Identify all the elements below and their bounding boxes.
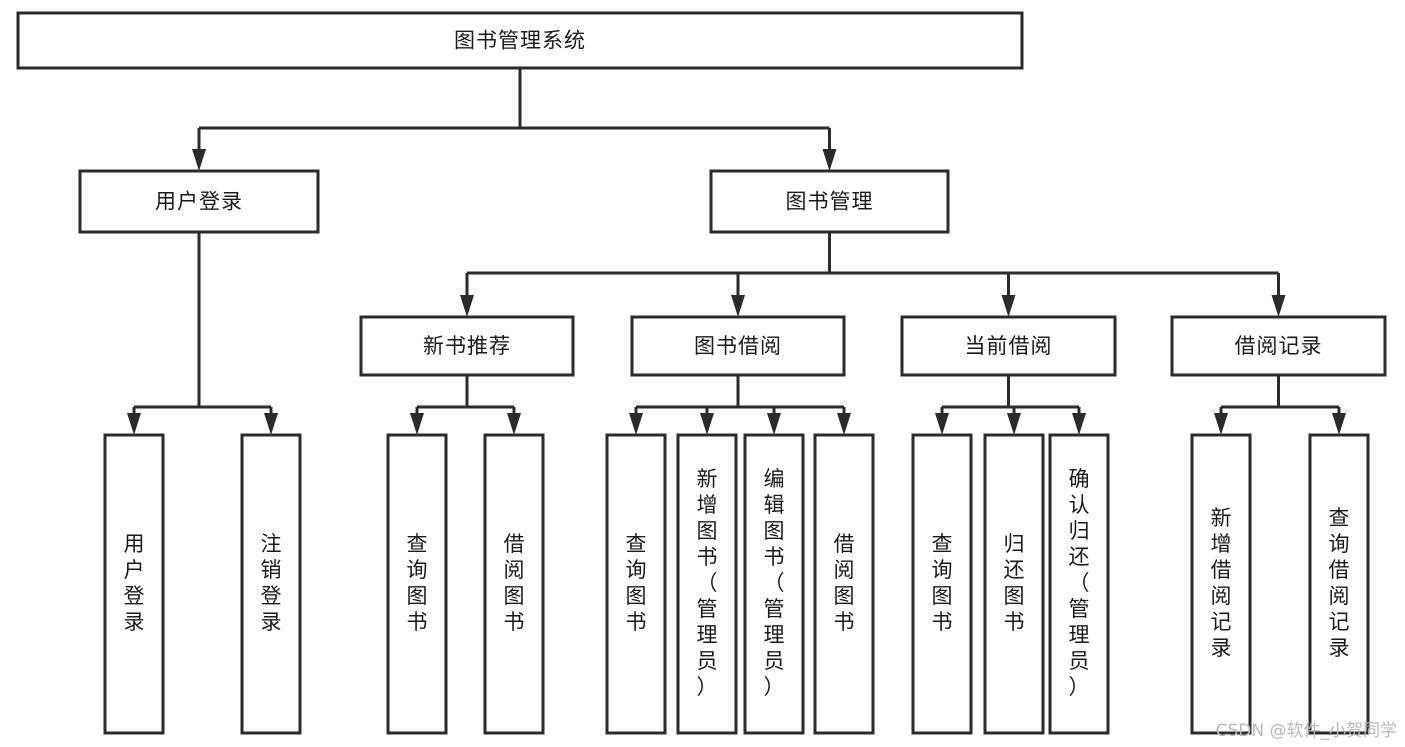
node-label-leaf-return-book: 归还图书 [1004, 532, 1025, 634]
node-box-leaf-user-login[interactable] [103, 433, 165, 735]
connector-group-new-book-recommend [410, 375, 521, 435]
node-box-leaf-query-book-cur[interactable] [911, 433, 973, 735]
node-user-login[interactable]: 用户登录 [78, 169, 320, 234]
node-leaf-add-book[interactable]: 新增图书（管理员） [676, 433, 738, 735]
node-label-leaf-logout: 注销登录 [261, 532, 282, 634]
arrow-head-icon [1001, 295, 1016, 317]
arrow-head-icon [1271, 295, 1286, 317]
node-new-book-recommend[interactable]: 新书推荐 [359, 315, 575, 377]
node-label-root: 图书管理系统 [454, 29, 586, 53]
node-label-leaf-query-book-rec: 查询图书 [407, 532, 428, 634]
arrow-head-icon [1072, 413, 1086, 435]
node-box-leaf-return-book[interactable] [983, 433, 1045, 735]
node-label-book-manage: 图书管理 [786, 190, 874, 214]
node-box-user-login[interactable] [78, 169, 320, 234]
node-leaf-query-book-cur[interactable]: 查询图书 [911, 433, 973, 735]
arrow-head-icon [731, 295, 745, 317]
node-label-leaf-add-book: 新增图书（管理员） [697, 467, 718, 699]
connector-group-borrow-record [1214, 375, 1346, 435]
node-label-leaf-add-record: 新增借阅记录 [1211, 506, 1232, 660]
node-book-borrow[interactable]: 图书借阅 [630, 315, 846, 377]
arrow-head-icon [507, 413, 521, 435]
node-book-manage[interactable]: 图书管理 [709, 169, 950, 234]
node-box-borrow-record[interactable] [1170, 315, 1387, 377]
node-label-leaf-query-book-cur: 查询图书 [932, 532, 953, 634]
node-label-leaf-confirm-return: 确认归还（管理员） [1069, 467, 1090, 699]
node-box-leaf-query-book-rec[interactable] [386, 433, 448, 735]
node-box-book-manage[interactable] [709, 169, 950, 234]
node-label-leaf-borrow-book: 借阅图书 [834, 532, 855, 634]
node-leaf-confirm-return[interactable]: 确认归还（管理员） [1048, 433, 1110, 735]
connector-group-root [192, 68, 837, 171]
connector-group-book-borrow [629, 375, 851, 435]
node-label-user-login: 用户登录 [155, 190, 243, 214]
arrow-head-icon [1332, 413, 1346, 435]
arrow-head-icon [629, 413, 643, 435]
node-box-book-borrow[interactable] [630, 315, 846, 377]
node-box-leaf-query-record[interactable] [1308, 433, 1370, 735]
node-box-leaf-borrow-book[interactable] [813, 433, 875, 735]
node-box-leaf-query-book[interactable] [605, 433, 667, 735]
node-borrow-record[interactable]: 借阅记录 [1170, 315, 1387, 377]
node-label-leaf-user-login: 用户登录 [124, 532, 145, 634]
node-leaf-add-record[interactable]: 新增借阅记录 [1190, 433, 1252, 735]
arrow-head-icon [1007, 413, 1021, 435]
node-box-leaf-logout[interactable] [240, 433, 302, 735]
node-leaf-query-book[interactable]: 查询图书 [605, 433, 667, 735]
node-label-leaf-query-book: 查询图书 [626, 532, 647, 634]
arrow-head-icon [410, 413, 424, 435]
node-box-root[interactable] [16, 11, 1024, 70]
node-label-leaf-query-record: 查询借阅记录 [1329, 506, 1350, 660]
node-leaf-borrow-book[interactable]: 借阅图书 [813, 433, 875, 735]
node-box-leaf-add-record[interactable] [1190, 433, 1252, 735]
arrow-head-icon [935, 413, 949, 435]
node-leaf-query-record[interactable]: 查询借阅记录 [1308, 433, 1370, 735]
arrow-head-icon [192, 149, 206, 171]
node-box-new-book-recommend[interactable] [359, 315, 575, 377]
arrow-head-icon [460, 295, 474, 317]
node-label-leaf-edit-book: 编辑图书（管理员） [764, 467, 785, 699]
connector-group-user-login [127, 232, 278, 435]
node-label-new-book-recommend: 新书推荐 [423, 334, 511, 358]
node-leaf-logout[interactable]: 注销登录 [240, 433, 302, 735]
connector-group-book-manage [460, 232, 1286, 317]
node-layer: 图书管理系统用户登录图书管理新书推荐图书借阅当前借阅借阅记录用户登录注销登录查询… [16, 11, 1387, 735]
node-leaf-user-login[interactable]: 用户登录 [103, 433, 165, 735]
node-leaf-edit-book[interactable]: 编辑图书（管理员） [743, 433, 805, 735]
node-leaf-query-book-rec[interactable]: 查询图书 [386, 433, 448, 735]
arrow-head-icon [822, 149, 837, 171]
node-label-borrow-record: 借阅记录 [1235, 334, 1323, 358]
node-box-current-borrow[interactable] [900, 315, 1117, 377]
node-root[interactable]: 图书管理系统 [16, 11, 1024, 70]
arrow-head-icon [1214, 413, 1228, 435]
arrow-head-icon [264, 413, 278, 435]
arrow-head-icon [700, 413, 714, 435]
node-leaf-return-book[interactable]: 归还图书 [983, 433, 1045, 735]
node-box-leaf-borrow-book-rec[interactable] [483, 433, 545, 735]
node-current-borrow[interactable]: 当前借阅 [900, 315, 1117, 377]
watermark-label: CSDN @软件_小贺同学 [1215, 721, 1397, 741]
node-box-leaf-edit-book[interactable] [743, 433, 805, 735]
connector-group-current-borrow [935, 375, 1086, 435]
node-box-leaf-add-book[interactable] [676, 433, 738, 735]
arrow-head-icon [127, 413, 141, 435]
node-label-current-borrow: 当前借阅 [965, 334, 1053, 358]
arrow-head-icon [837, 413, 851, 435]
connector-layer [127, 68, 1346, 435]
node-box-leaf-confirm-return[interactable] [1048, 433, 1110, 735]
node-label-book-borrow: 图书借阅 [694, 334, 782, 358]
node-leaf-borrow-book-rec[interactable]: 借阅图书 [483, 433, 545, 735]
arrow-head-icon [767, 413, 781, 435]
node-label-leaf-borrow-book-rec: 借阅图书 [504, 532, 525, 634]
